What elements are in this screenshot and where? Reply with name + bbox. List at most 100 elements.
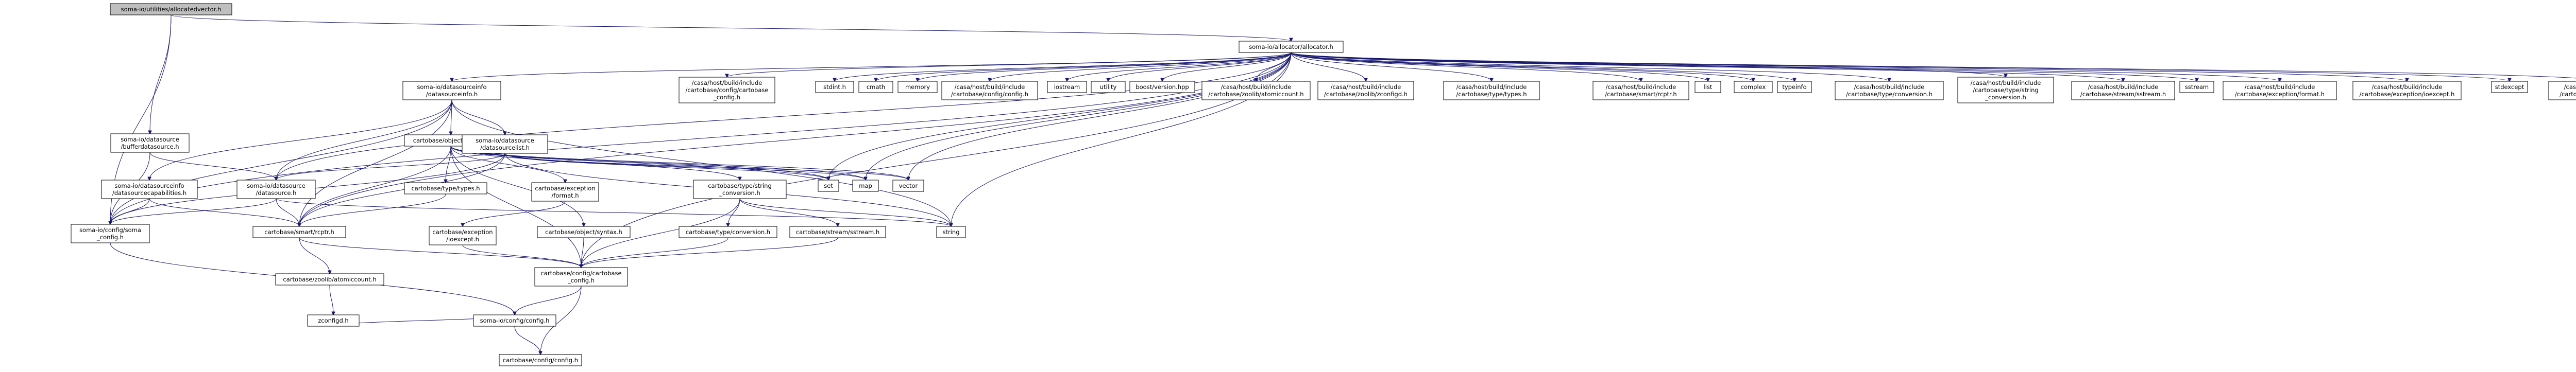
graph-node-typetypes[interactable]: cartobase/type/types.h xyxy=(404,182,487,194)
node-label: /bufferdatasource.h xyxy=(121,143,179,150)
node-box xyxy=(941,81,1038,100)
edge-allocator-to-sstream xyxy=(1291,52,2197,81)
node-label: _config.h xyxy=(713,94,740,101)
edge-rcptr-to-cartocfg xyxy=(299,237,581,268)
graph-node-ext_conversion[interactable]: /casa/host/build/include/cartobase/type/… xyxy=(1835,81,1944,100)
node-box xyxy=(402,81,501,100)
node-label: /datasourcelist.h xyxy=(480,144,530,151)
node-label: /cartobase/type/conversion.h xyxy=(1846,91,1933,98)
node-label: /casa/host/build/include xyxy=(1456,83,1527,91)
node-label: /cartobase/exception/ioexcept.h xyxy=(2360,91,2455,98)
graph-node-iostream[interactable]: iostream xyxy=(1047,81,1087,93)
graph-node-cmath[interactable]: cmath xyxy=(858,81,893,93)
edge-allocator-to-ext_rcptr xyxy=(1291,52,1641,81)
node-box xyxy=(1835,81,1944,100)
graph-node-allocator[interactable]: soma-io/allocator/allocator.h xyxy=(1239,41,1344,53)
node-box xyxy=(473,314,556,327)
edge-dscaps-to-rcptr xyxy=(149,198,299,226)
edge-allocator-to-stdint xyxy=(835,52,1292,81)
graph-node-bufferds[interactable]: soma-io/datasource/bufferdatasource.h xyxy=(110,133,190,153)
node-box xyxy=(1734,81,1773,93)
graph-node-cartocfg[interactable]: cartobase/config/cartobase_config.h xyxy=(534,267,628,287)
edge-strconv-to-string xyxy=(739,198,951,226)
graph-node-dslist[interactable]: soma-io/datasource/datasourcelist.h xyxy=(462,134,548,154)
graph-node-ext_cfgconfig[interactable]: /casa/host/build/include/cartobase/confi… xyxy=(941,81,1038,100)
graph-node-sstream[interactable]: sstream xyxy=(2179,81,2214,93)
graph-node-ioexcept[interactable]: cartobase/exception/ioexcept.h xyxy=(429,226,497,245)
graph-node-ext_atomic[interactable]: /casa/host/build/include/cartobase/zooli… xyxy=(1201,81,1311,100)
edge-object-to-syntax xyxy=(450,146,584,226)
graph-node-typeinfo[interactable]: typeinfo xyxy=(1777,81,1812,93)
node-label: soma-io/datasource xyxy=(476,137,534,144)
graph-node-dsinfo[interactable]: soma-io/datasourceinfo/datasourceinfo.h xyxy=(402,81,501,100)
node-label: /casa/host/build/include xyxy=(2245,83,2315,91)
graph-node-strconv[interactable]: cartobase/type/string_conversion.h xyxy=(693,180,787,199)
graph-node-datasource[interactable]: soma-io/datasource/datasource.h xyxy=(236,180,316,199)
node-box xyxy=(1239,41,1344,53)
edge-allocator-to-set xyxy=(828,52,1292,180)
graph-node-somaconfig[interactable]: soma-io/config/config.h xyxy=(473,314,556,327)
edge-strconv-to-sstreamh xyxy=(739,198,838,226)
node-box xyxy=(679,226,777,238)
graph-node-ext_ioexcept[interactable]: /casa/host/build/include/cartobase/excep… xyxy=(2352,81,2462,100)
edge-dslist-to-vector xyxy=(504,153,908,180)
graph-node-cartoconfig[interactable]: cartobase/config/config.h xyxy=(499,354,582,366)
node-box xyxy=(499,354,582,366)
graph-node-conversion[interactable]: cartobase/type/conversion.h xyxy=(679,226,777,238)
graph-node-atomic[interactable]: cartobase/zoolib/atomiccount.h xyxy=(275,273,384,286)
node-box xyxy=(2179,81,2214,93)
edge-allocator-to-complex xyxy=(1291,52,1753,81)
graph-node-ext_syntax[interactable]: /casa/host/build/include/cartobase/objec… xyxy=(2548,81,2576,100)
edge-sstreamh-to-cartocfg xyxy=(581,237,838,268)
node-box xyxy=(2548,81,2576,100)
graph-node-vector[interactable]: vector xyxy=(892,180,924,192)
node-box xyxy=(679,77,775,103)
node-label: zconfigd.h xyxy=(318,317,348,324)
graph-node-root[interactable]: soma-io/utilities/allocatedvector.h xyxy=(110,3,232,15)
edge-somaconfig-to-cartoconfig xyxy=(514,326,540,355)
graph-node-utility[interactable]: utility xyxy=(1091,81,1126,93)
graph-node-syntax[interactable]: cartobase/object/syntax.h xyxy=(537,226,631,238)
node-label: soma-io/datasource xyxy=(121,136,179,143)
node-label: cartobase/zoolib/atomiccount.h xyxy=(283,276,376,283)
graph-node-rcptr[interactable]: cartobase/smart/rcptr.h xyxy=(252,226,346,238)
edge-dsinfo-to-somacfg xyxy=(110,99,452,224)
graph-node-memory[interactable]: memory xyxy=(897,81,938,93)
graph-node-sstreamh[interactable]: cartobase/stream/sstream.h xyxy=(789,226,886,238)
edge-typetypes-to-rcptr xyxy=(299,193,446,226)
graph-node-exformat[interactable]: cartobase/exception/format.h xyxy=(531,182,599,202)
graph-node-complex[interactable]: complex xyxy=(1734,81,1773,93)
graph-node-ext_types[interactable]: /casa/host/build/include/cartobase/type/… xyxy=(1443,81,1540,100)
graph-node-somacfg[interactable]: soma-io/config/soma_config.h xyxy=(71,224,150,243)
edge-syntax-to-cartocfg xyxy=(581,237,584,268)
node-label: cartobase/object/syntax.h xyxy=(545,228,622,236)
graph-node-boost[interactable]: boost/version.hpp xyxy=(1129,81,1195,93)
node-box xyxy=(858,81,893,93)
node-label: soma-io/datasourceinfo xyxy=(114,182,184,189)
graph-node-map[interactable]: map xyxy=(852,180,879,192)
graph-node-ext_format[interactable]: /casa/host/build/include/cartobase/excep… xyxy=(2223,81,2337,100)
node-label: /cartobase/type/string xyxy=(1973,86,2038,94)
graph-node-ext_rcptr[interactable]: /casa/host/build/include/cartobase/smart… xyxy=(1592,81,1689,100)
node-label: /casa/host/build/include xyxy=(2088,83,2159,91)
graph-node-ext_cfgcarto[interactable]: /casa/host/build/include/cartobase/confi… xyxy=(679,77,775,103)
edge-allocator-to-ext_cfgconfig xyxy=(990,52,1292,81)
node-label: cartobase/smart/rcptr.h xyxy=(264,228,334,236)
node-label: soma-io/datasource xyxy=(247,182,306,189)
node-box xyxy=(110,133,190,153)
graph-node-dscaps[interactable]: soma-io/datasourceinfo/datasourcecapabil… xyxy=(101,180,198,199)
node-box xyxy=(1443,81,1540,100)
node-box xyxy=(2491,81,2528,93)
graph-node-set[interactable]: set xyxy=(818,180,839,192)
graph-node-zconfig[interactable]: zconfigd.h xyxy=(307,314,360,327)
graph-node-list[interactable]: list xyxy=(1694,81,1721,93)
graph-node-ext_zconfig[interactable]: /casa/host/build/include/cartobase/zooli… xyxy=(1317,81,1414,100)
graph-node-string[interactable]: string xyxy=(936,226,966,238)
graph-node-ext_strconv[interactable]: /casa/host/build/include/cartobase/type/… xyxy=(1957,77,2054,103)
edge-dsinfo-to-string xyxy=(451,99,951,226)
graph-node-stdint[interactable]: stdint.h xyxy=(815,81,854,93)
graph-node-ext_sstream[interactable]: /casa/host/build/include/cartobase/strea… xyxy=(2071,81,2175,100)
graph-node-stdexcept[interactable]: stdexcept xyxy=(2491,81,2528,93)
edge-object-to-cartocfg xyxy=(450,146,581,268)
